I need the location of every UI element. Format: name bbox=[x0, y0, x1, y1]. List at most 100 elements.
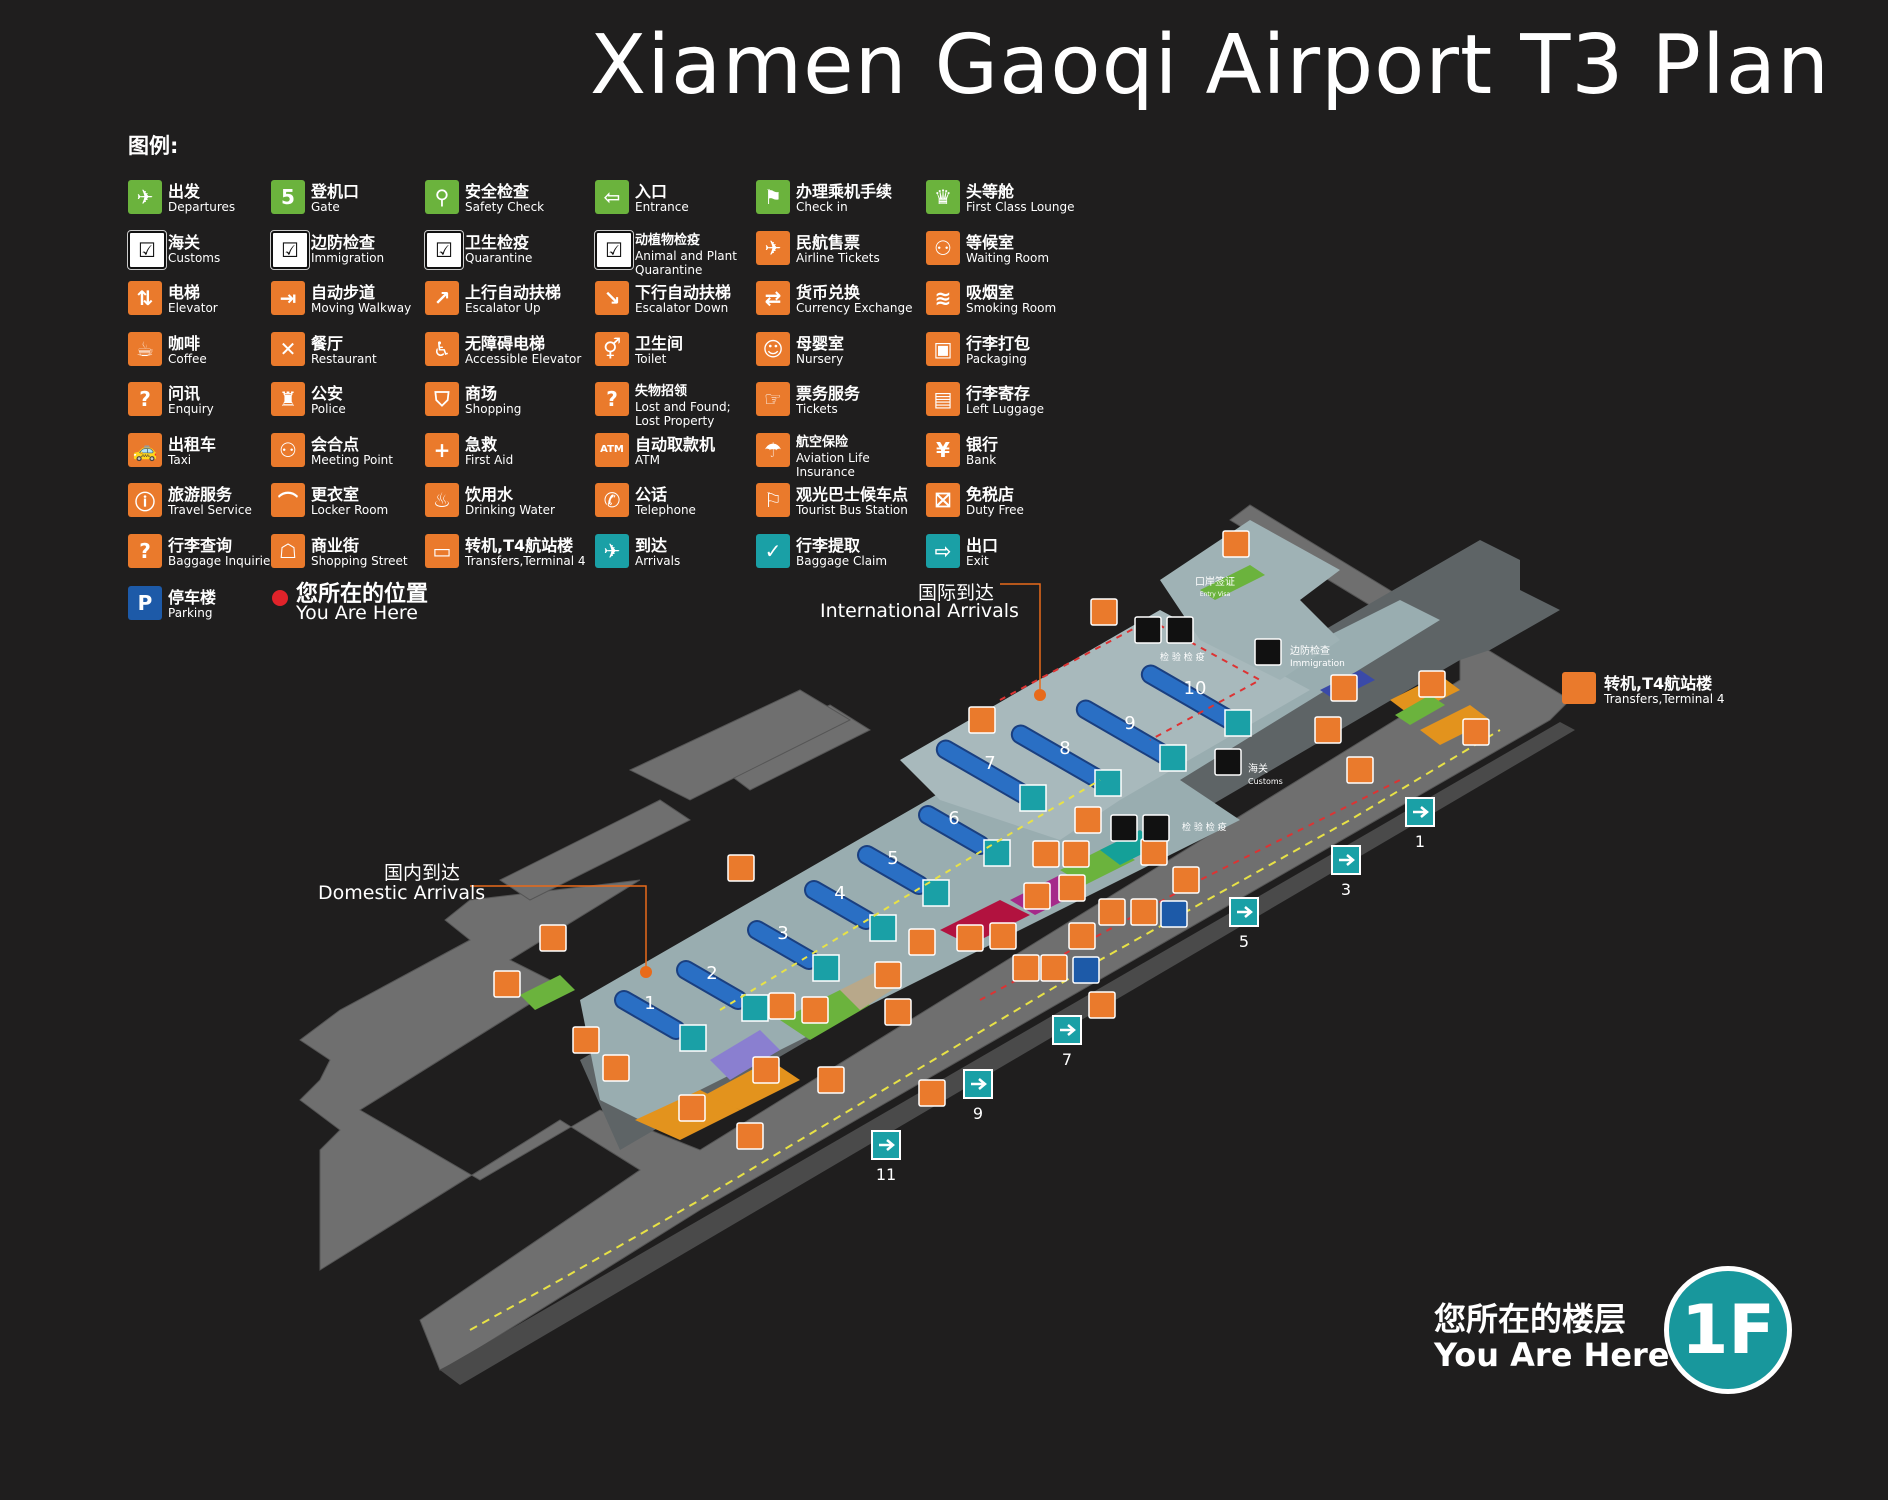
legend-label-cn: 无障碍电梯 bbox=[465, 333, 546, 353]
legend-label-en: Arrivals bbox=[635, 553, 681, 568]
international-arrivals-cn: 国际到达 bbox=[918, 582, 995, 604]
bank-icon: ¥ bbox=[926, 432, 960, 467]
legend-label-en: Coffee bbox=[168, 351, 207, 366]
escalator-up-icon bbox=[968, 706, 996, 734]
baggage-claim-icon bbox=[679, 1024, 707, 1052]
legend-label-cn: 头等舱 bbox=[966, 182, 1015, 201]
airline-tickets-icon bbox=[1058, 874, 1086, 902]
exit-marker[interactable]: 1 bbox=[1405, 797, 1435, 851]
you-are-here-en: You Are Here bbox=[296, 602, 418, 624]
carousel-number: 8 bbox=[1059, 738, 1070, 759]
legend-label-cn: 急救 bbox=[465, 434, 498, 454]
waiting-room-icon: ⚇ bbox=[926, 230, 960, 265]
legend-label-en: Entrance bbox=[635, 200, 689, 214]
legend-label-cn: 更衣室 bbox=[311, 485, 360, 504]
shopping-icon bbox=[1130, 898, 1158, 926]
enquiry-icon bbox=[1074, 806, 1102, 834]
floor-label-cn: 您所在的楼层 bbox=[1434, 1300, 1627, 1338]
exit-number: 5 bbox=[1239, 932, 1249, 951]
baggage-inquiries-icon: ? bbox=[128, 533, 162, 568]
gate-icon: 5 bbox=[271, 180, 305, 214]
legend-label-en: Locker Room bbox=[311, 503, 389, 517]
first-class-lounge-icon: ♛ bbox=[926, 180, 960, 214]
legend-label-en: Travel Service bbox=[168, 503, 252, 517]
exit-marker[interactable]: 7 bbox=[1052, 1015, 1082, 1069]
carousel-number: 3 bbox=[777, 923, 788, 944]
carousel-number: 1 bbox=[644, 993, 655, 1014]
legend-label-en: Police bbox=[311, 402, 346, 416]
check-in-icon: ⚑ bbox=[756, 180, 790, 214]
exit-marker[interactable]: 5 bbox=[1229, 897, 1259, 951]
legend-label-cn: 行李寄存 bbox=[966, 384, 1031, 403]
tourist-bus-icon: ⚐ bbox=[756, 483, 790, 517]
legend-label-en: Aviation Life Insurance bbox=[796, 450, 870, 479]
meeting-point-icon bbox=[1172, 866, 1200, 894]
escalator-up-icon bbox=[1314, 716, 1342, 744]
legend-label-en: Left Luggage bbox=[966, 402, 1045, 416]
domestic-arrivals-en: Domestic Arrivals bbox=[318, 882, 486, 904]
exits: 13 5 7 9 11 bbox=[871, 797, 1435, 1184]
legend-label-en: Taxi bbox=[168, 452, 192, 467]
restaurant-icon bbox=[736, 1122, 764, 1150]
baggage-claim-icon bbox=[869, 914, 897, 942]
carousel-number: 7 bbox=[984, 753, 995, 774]
legend-label-en: Telephone bbox=[635, 503, 696, 517]
duty-free-icon: ⛝ bbox=[926, 483, 960, 517]
legend-label-cn: 银行 bbox=[966, 434, 999, 454]
legend-label-cn: 饮用水 bbox=[465, 485, 514, 504]
tickets-icon: ☞ bbox=[756, 382, 790, 416]
toilet-icon bbox=[1062, 840, 1090, 868]
legend-label-cn: 商场 bbox=[465, 384, 498, 403]
exit-marker[interactable]: 9 bbox=[963, 1069, 993, 1123]
parking-icon bbox=[1160, 900, 1188, 928]
legend-label-en: Currency Exchange bbox=[796, 301, 913, 315]
legend-label-cn: 商业街 bbox=[311, 535, 360, 555]
exit-marker[interactable]: 3 bbox=[1331, 845, 1361, 899]
legend-label-en: Toilet bbox=[635, 351, 667, 366]
legend-label-cn: 停车楼 bbox=[168, 588, 217, 607]
restaurant-icon bbox=[1462, 718, 1490, 746]
shopping-street-icon: ☖ bbox=[271, 533, 305, 568]
baggage-inquiries-icon bbox=[602, 1054, 630, 1082]
baggage-claim-icon bbox=[1019, 784, 1047, 812]
quarantine-icon: ☑ bbox=[424, 229, 464, 270]
atm-icon bbox=[884, 998, 912, 1026]
carousel-number: 5 bbox=[887, 848, 898, 869]
domestic-arrivals-cn: 国内到达 bbox=[384, 862, 461, 884]
quarantine-icon bbox=[1142, 814, 1170, 842]
parking-icon: P bbox=[128, 586, 162, 620]
taxi-icon: 🚕 bbox=[128, 432, 162, 467]
exit-marker[interactable]: 11 bbox=[871, 1130, 901, 1184]
baggage-carousel: 1 bbox=[614, 990, 707, 1052]
carousel-number: 9 bbox=[1124, 713, 1135, 734]
atm-icon bbox=[1140, 838, 1168, 866]
transfer-terminal4-label: 转机,T4航站楼 Transfers,Terminal 4 bbox=[1562, 672, 1724, 706]
quarantine-icon bbox=[1166, 616, 1194, 644]
coffee-icon: ☕ bbox=[128, 331, 162, 366]
safety-check-icon: ⚲ bbox=[425, 180, 459, 214]
legend-label-cn: 公安 bbox=[311, 384, 344, 403]
currency-exchange-icon: ⇄ bbox=[756, 281, 790, 315]
floor-label-en: You Are Here bbox=[1434, 1336, 1670, 1374]
entry-visa-en-label: Entry Visa bbox=[1200, 591, 1231, 598]
legend-label-cn: 卫生检疫 bbox=[465, 232, 530, 252]
carousel-number: 2 bbox=[706, 963, 717, 984]
legend-label-cn: 动植物检疫 bbox=[635, 232, 701, 248]
